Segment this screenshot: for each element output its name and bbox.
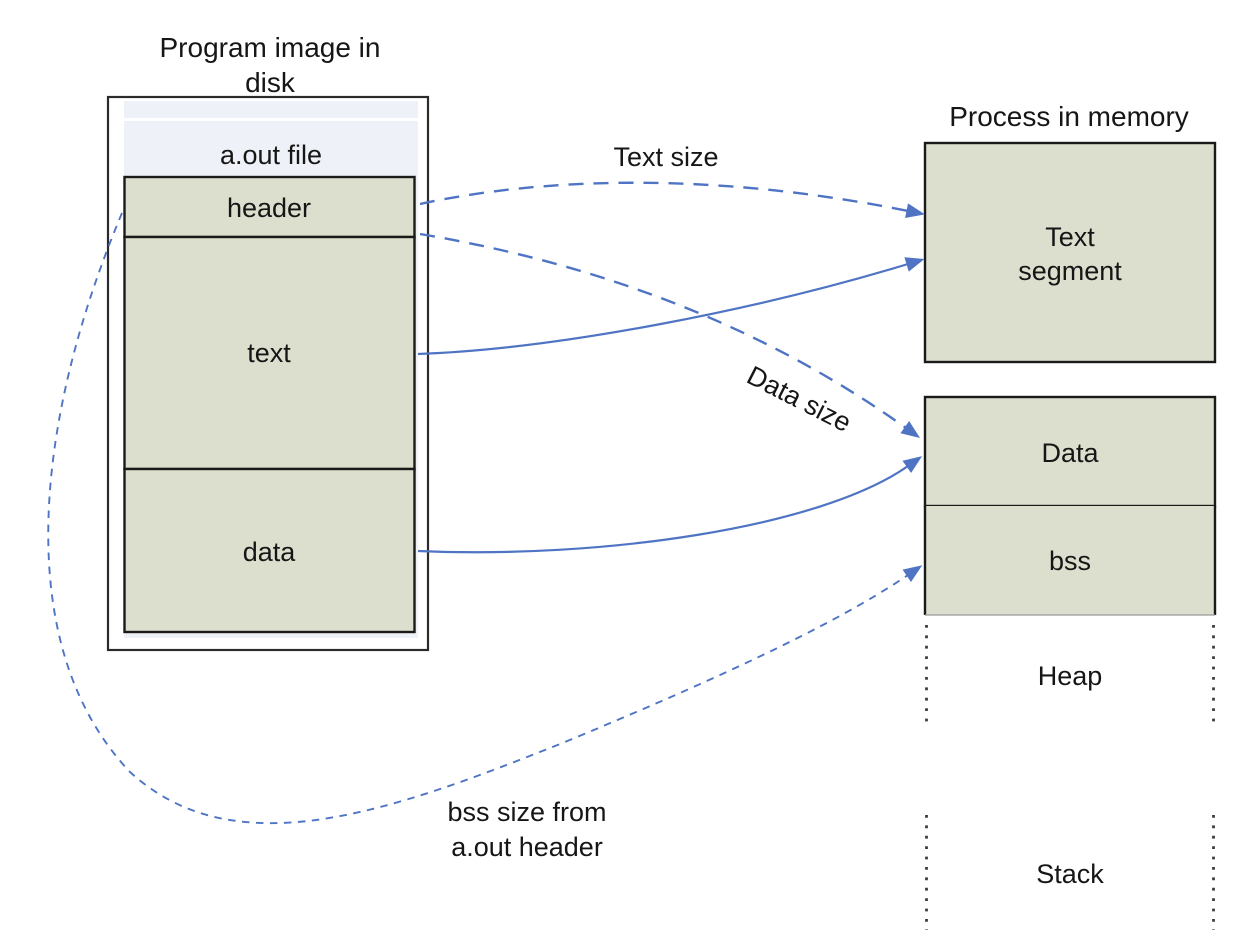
heap-label: Heap — [1038, 661, 1103, 691]
data-size-arrow — [419, 232, 921, 439]
bss-size-arrow — [47, 212, 923, 825]
text-segment-label-line2: segment — [1018, 256, 1122, 286]
disk-section-text — [123, 235, 416, 471]
memory-data-label: Data — [1041, 438, 1099, 468]
bss-size-arrow-label-line2: a.out header — [451, 832, 603, 862]
text-to-text-segment-arrow — [417, 257, 925, 356]
memory-bss-label: bss — [1049, 546, 1091, 576]
data-size-arrow-label: Data size — [742, 360, 856, 438]
data-section-label: data — [243, 537, 297, 567]
stack-label: Stack — [1036, 859, 1104, 889]
disk-section-header — [123, 175, 416, 239]
aout-file-label: a.out file — [220, 140, 322, 170]
text-size-arrow — [419, 181, 925, 219]
disk-top-strip — [124, 101, 418, 118]
memory-bss-box — [925, 506, 1215, 615]
text-segment-label-line1: Text — [1045, 222, 1095, 252]
memory-title: Process in memory — [949, 101, 1189, 132]
text-section-label: text — [247, 338, 291, 368]
text-segment-box — [923, 141, 1217, 364]
disk-title-line1: Program image in — [160, 32, 381, 63]
disk-section-data — [123, 467, 416, 634]
bss-size-arrow-label-line1: bss size from — [447, 797, 606, 827]
text-size-arrow-label: Text size — [613, 142, 718, 172]
data-to-data-arrow — [417, 456, 923, 554]
header-section-label: header — [227, 193, 311, 223]
disk-title-line2: disk — [245, 67, 296, 98]
